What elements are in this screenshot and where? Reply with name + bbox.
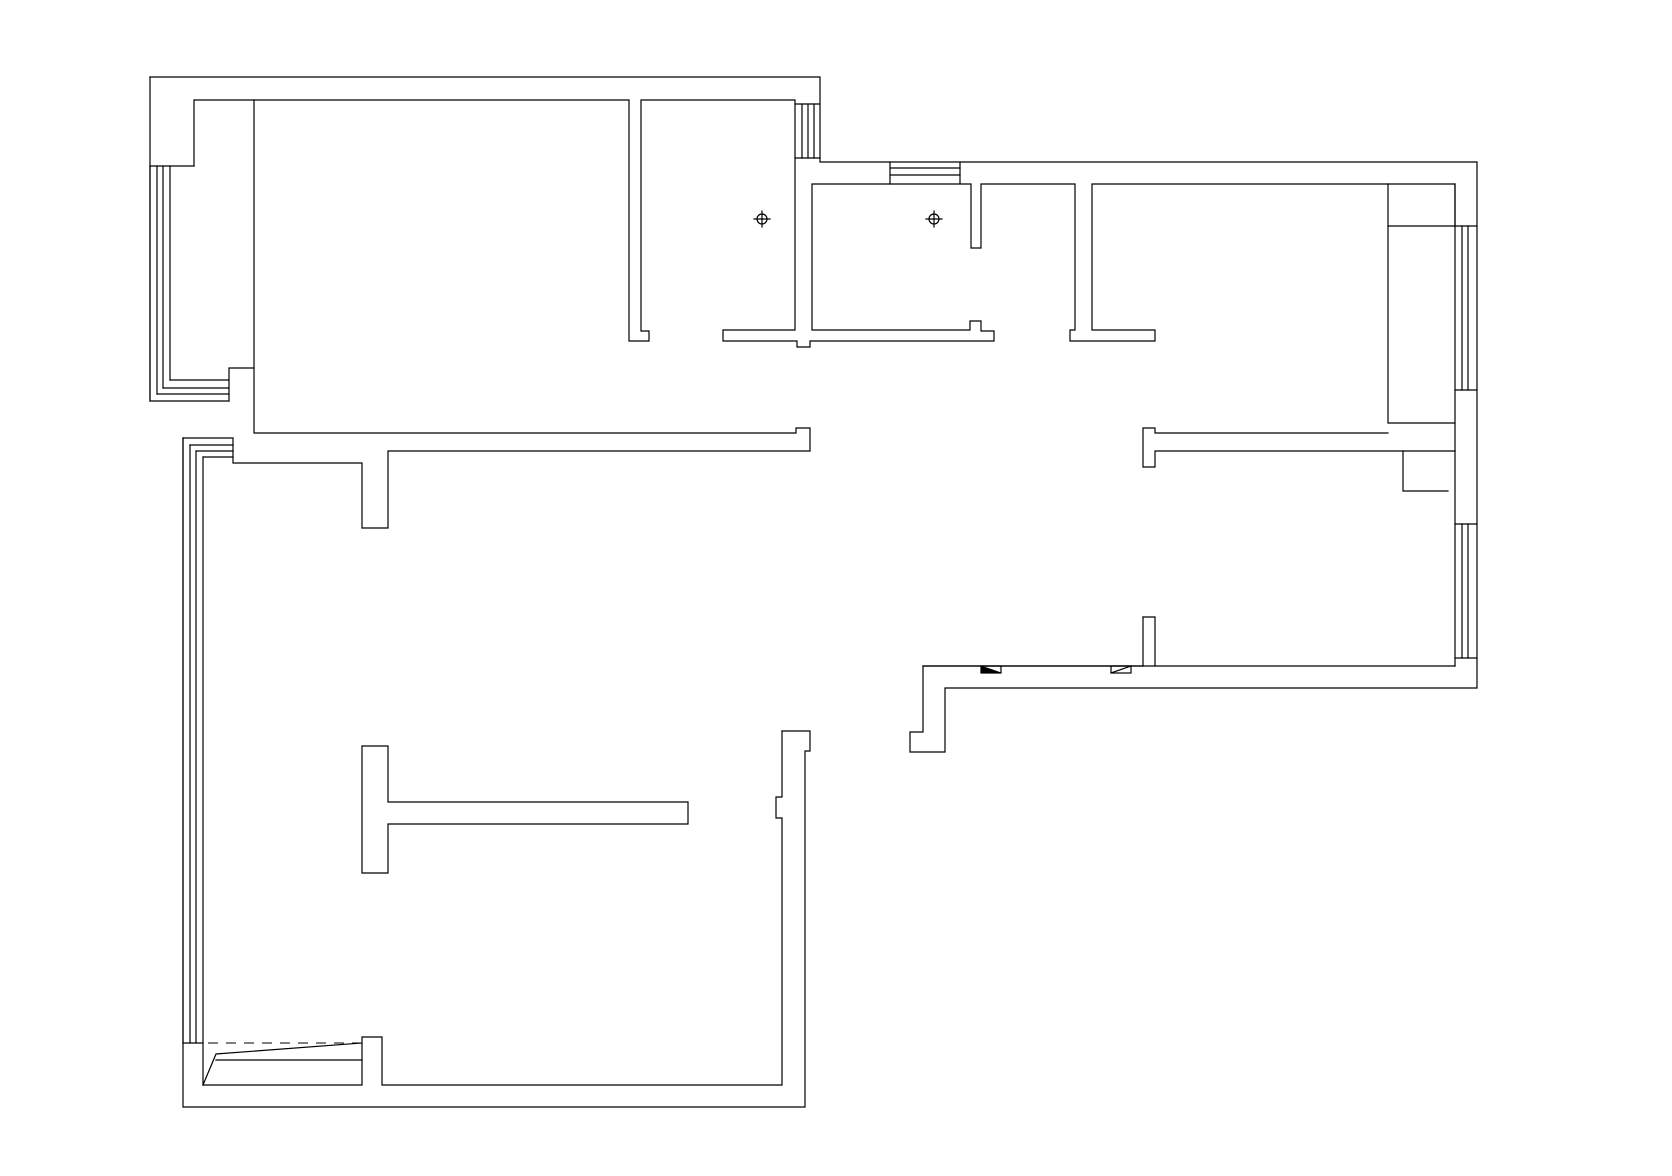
room-upper-left — [149, 99, 1456, 529]
meter-icon — [1110, 665, 1132, 674]
drain-icon — [925, 210, 943, 228]
window-right-lower — [1454, 450, 1478, 667]
outer-wall — [149, 76, 1478, 1108]
meter-icon — [980, 665, 1002, 674]
window-left-upper — [149, 165, 230, 402]
room-lower-left — [182, 437, 783, 1086]
window-top-strip — [794, 103, 821, 159]
room-upper-right — [922, 183, 1456, 667]
drain-icon — [753, 210, 771, 228]
balcony-corner — [182, 1042, 363, 1086]
partition-wall — [361, 745, 689, 874]
window-right-upper — [1454, 183, 1478, 452]
window-top-bath — [889, 161, 961, 185]
